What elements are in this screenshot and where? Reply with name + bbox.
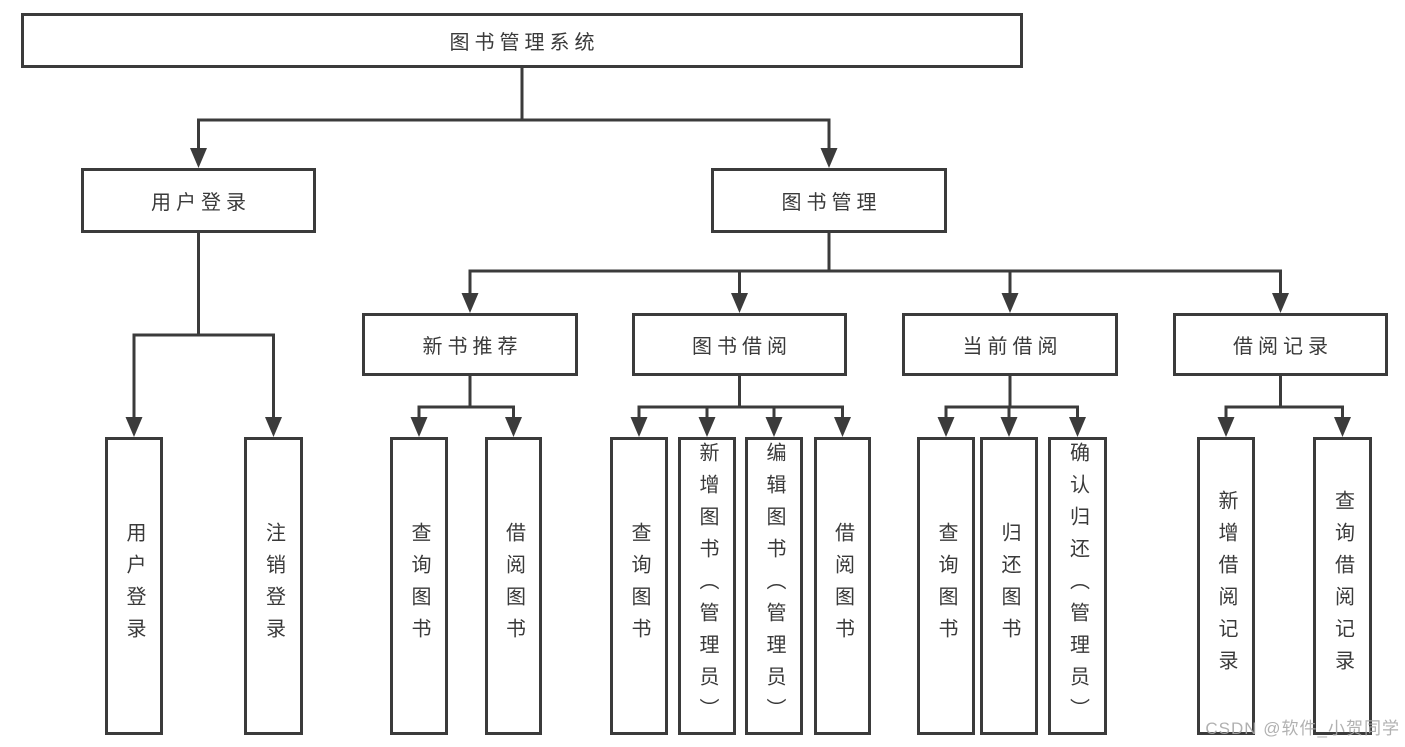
arrowhead	[1000, 417, 1018, 437]
arrowhead	[820, 148, 838, 168]
connector-currentborrow-leaves	[944, 374, 1079, 423]
arrowhead	[265, 417, 282, 437]
arrowhead	[834, 417, 851, 437]
node-label: 注销登录	[262, 522, 285, 650]
node-leaf-query-books-2: 查询图书	[610, 437, 668, 735]
arrowhead	[1334, 417, 1351, 437]
arrowhead	[937, 417, 955, 437]
arrowhead	[698, 417, 716, 437]
node-borrow-records: 借阅记录	[1173, 313, 1388, 376]
node-label: 查询图书	[935, 522, 957, 650]
arrowhead	[190, 148, 207, 168]
node-book-borrow: 图书借阅	[632, 313, 847, 376]
connector-bookborrow-leaves	[637, 374, 844, 423]
node-label: 借阅记录	[1233, 336, 1333, 358]
node-label: 查询借阅记录	[1331, 490, 1354, 682]
node-leaf-borrow-books: 借阅图书	[485, 437, 542, 735]
connector-newbooks-leaves	[417, 374, 515, 423]
node-current-borrow: 当前借阅	[902, 313, 1118, 376]
node-label: 新增借阅记录	[1215, 490, 1237, 682]
arrowhead	[1217, 417, 1235, 437]
node-label: 当前借阅	[962, 336, 1063, 358]
node-leaf-query-books-3: 查询图书	[917, 437, 975, 735]
arrowhead	[1001, 293, 1019, 313]
node-leaf-return-books: 归还图书	[980, 437, 1038, 735]
node-leaf-confirm-return-admin: 确认归还（管理员）	[1048, 437, 1107, 735]
arrowhead	[630, 417, 648, 437]
node-label: 查询图书	[628, 522, 650, 650]
node-label: 查询图书	[408, 522, 430, 650]
node-label: 借阅图书	[831, 522, 854, 650]
arrowhead	[410, 417, 428, 437]
connector-root-to-level2	[197, 66, 831, 152]
arrowhead	[731, 293, 748, 313]
connector-borrowrecords-leaves	[1224, 374, 1344, 423]
node-leaf-logout: 注销登录	[244, 437, 303, 735]
node-root-system: 图书管理系统	[21, 13, 1023, 68]
arrowhead	[461, 293, 479, 313]
node-leaf-add-books-admin: 新增图书（管理员）	[678, 437, 736, 735]
arrowhead	[505, 417, 522, 437]
node-leaf-user-login: 用户登录	[105, 437, 163, 735]
node-leaf-borrow-books-2: 借阅图书	[814, 437, 871, 735]
node-book-management: 图书管理	[711, 168, 947, 233]
node-label: 用户登录	[151, 192, 251, 214]
arrowhead	[1272, 293, 1289, 313]
arrowhead	[125, 417, 143, 437]
connector-bookmgmt-to-level3	[468, 231, 1282, 298]
node-label: 借阅图书	[502, 522, 525, 650]
node-leaf-edit-books-admin: 编辑图书（管理员）	[745, 437, 803, 735]
node-label: 编辑图书（管理员）	[763, 442, 785, 730]
node-leaf-query-borrow-record: 查询借阅记录	[1313, 437, 1372, 735]
node-user-login: 用户登录	[81, 168, 316, 233]
node-label: 图书管理	[781, 192, 882, 214]
node-new-book-recommend: 新书推荐	[362, 313, 578, 376]
connector-user-login-leaves	[132, 231, 275, 423]
arrowhead	[765, 417, 783, 437]
csdn-watermark: CSDN @软件_小贺同学	[1205, 719, 1400, 738]
node-leaf-query-books: 查询图书	[390, 437, 448, 735]
node-leaf-add-borrow-record: 新增借阅记录	[1197, 437, 1255, 735]
node-label: 确认归还（管理员）	[1066, 442, 1089, 730]
node-label: 用户登录	[123, 522, 145, 650]
node-label: 图书借阅	[692, 336, 792, 358]
node-label: 新书推荐	[422, 336, 523, 358]
arrowhead	[1069, 417, 1086, 437]
node-label: 归还图书	[998, 522, 1020, 650]
node-label: 新增图书（管理员）	[696, 442, 718, 730]
node-label: 图书管理系统	[449, 32, 600, 54]
